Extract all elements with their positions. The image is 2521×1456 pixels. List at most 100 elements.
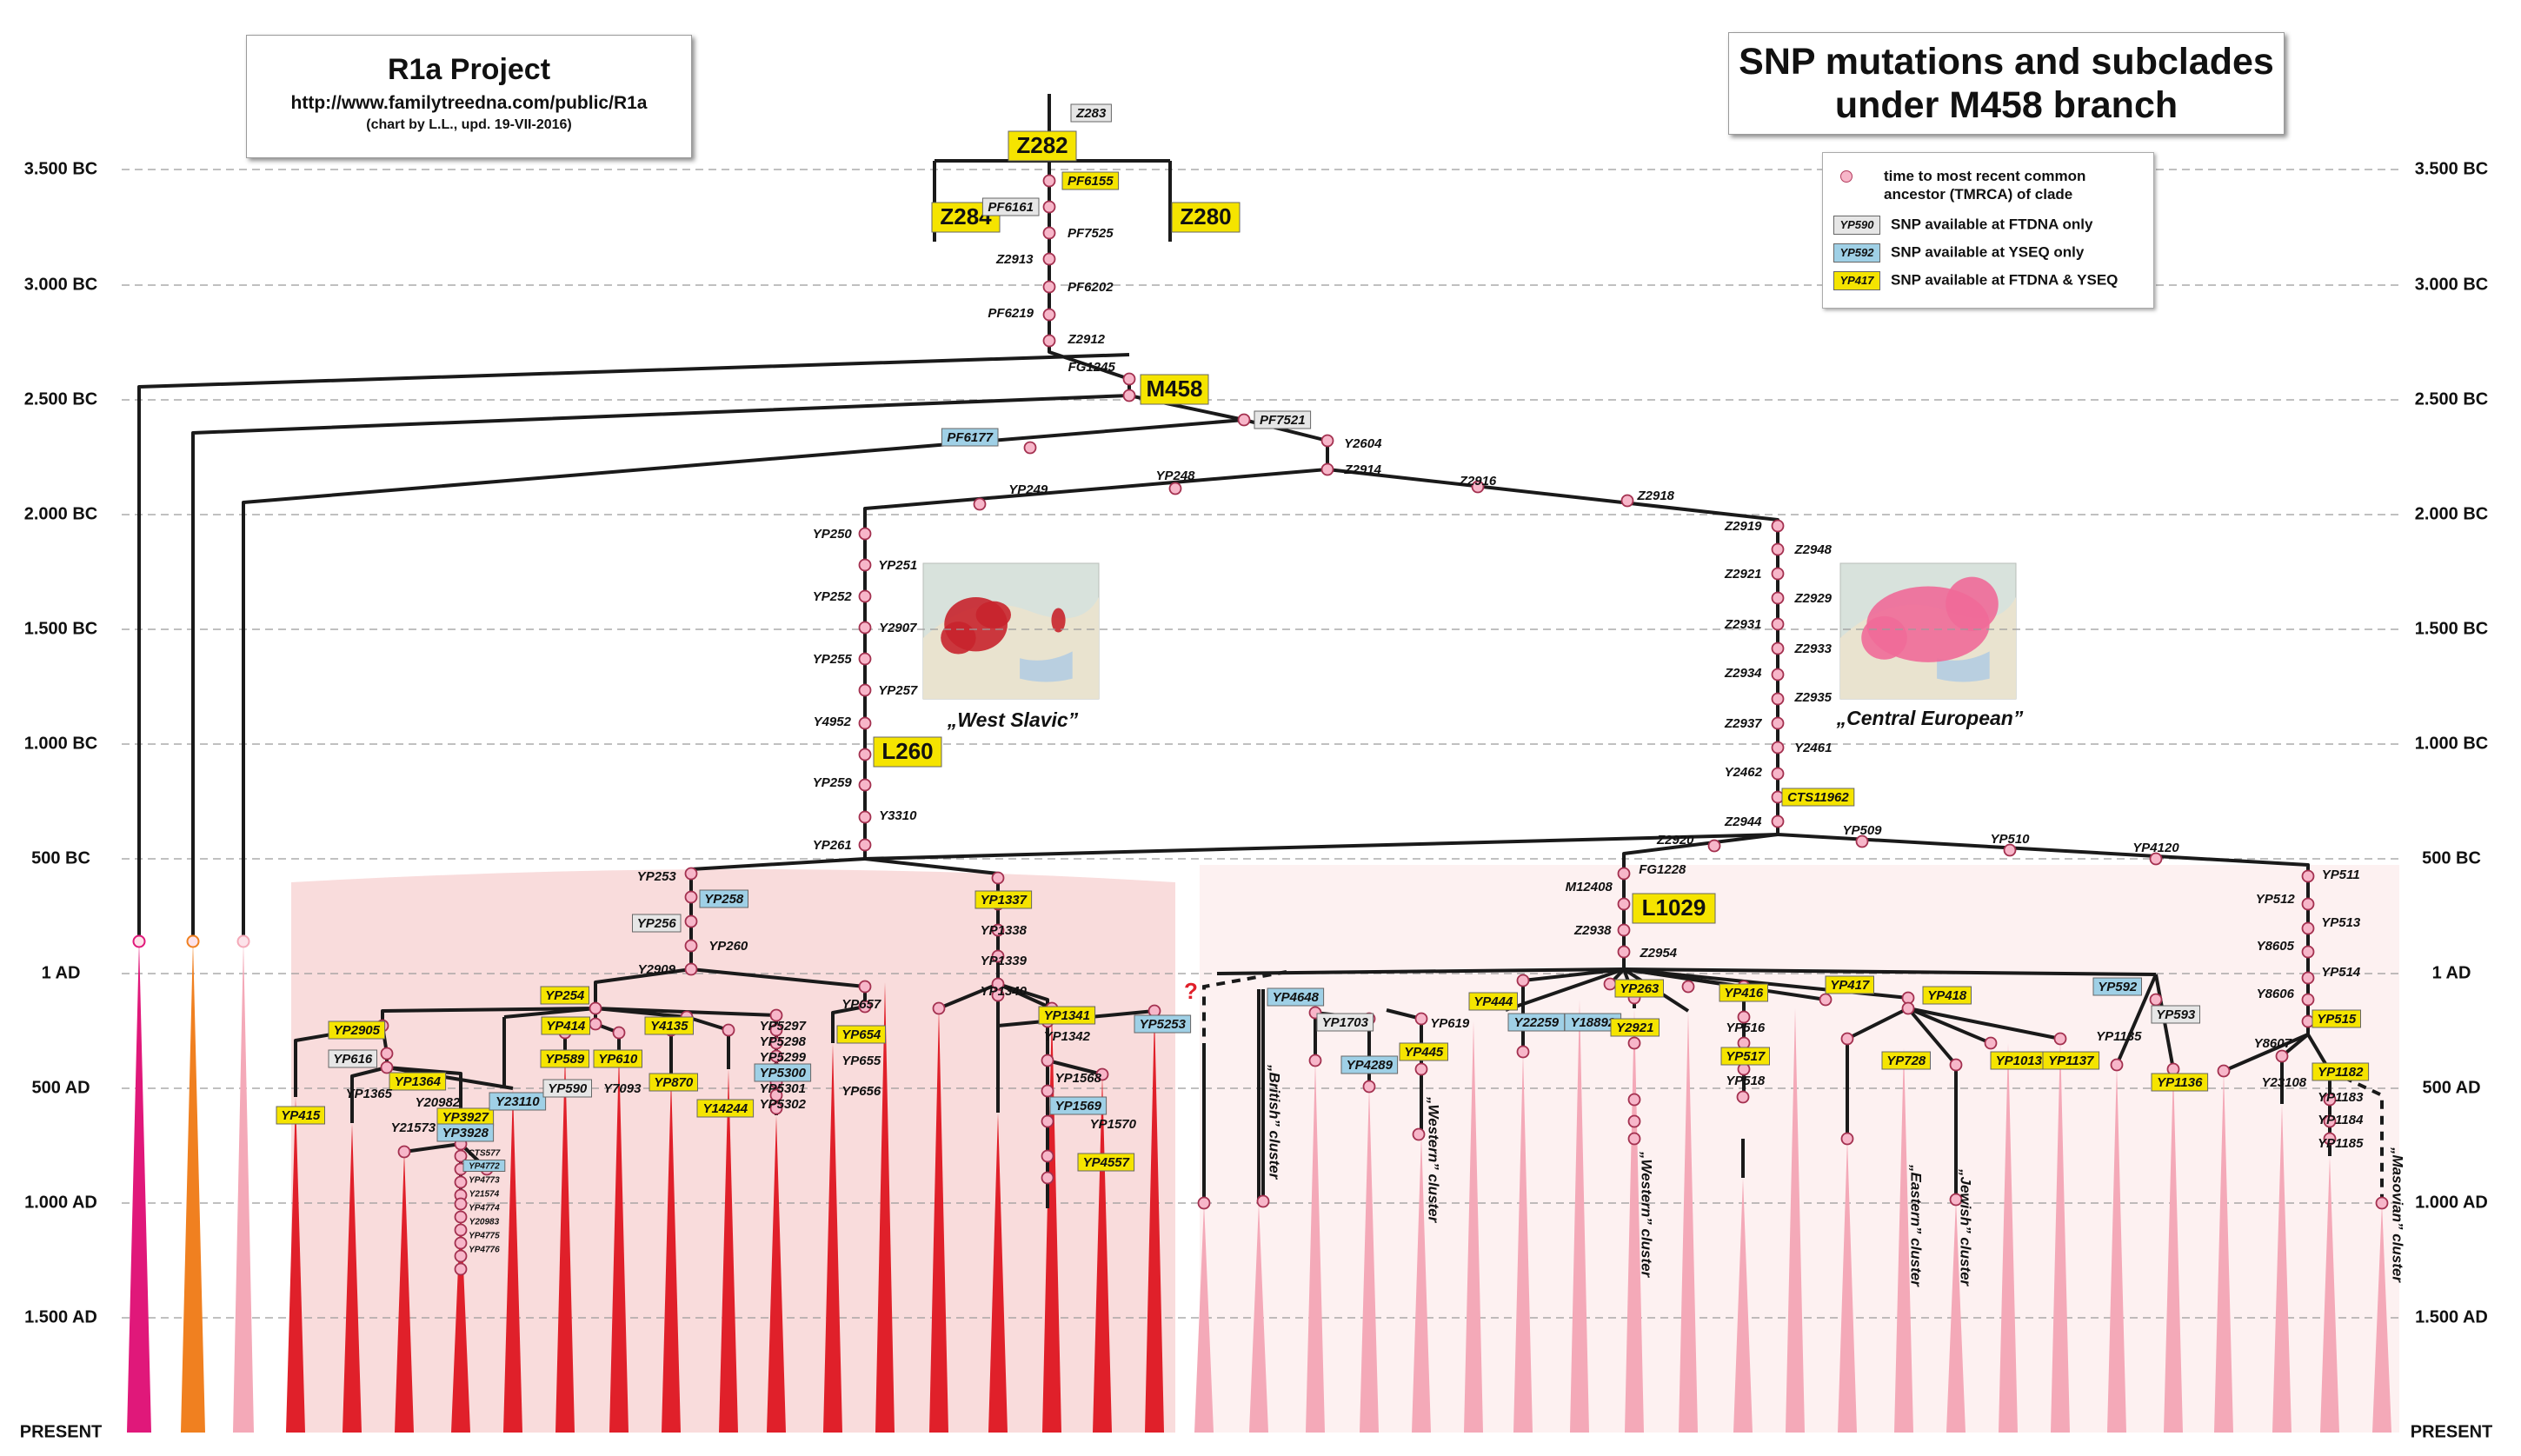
snp-label-z2929: Z2929: [1793, 591, 1832, 606]
snp-label-yp592: YP592: [2098, 980, 2138, 994]
lineage-spike: [181, 941, 205, 1433]
tmrca-dot: [1840, 1032, 1854, 1046]
lineage-spike: [1464, 1021, 1483, 1433]
lineage-spike: [1786, 1008, 1805, 1433]
time-label-left: 3.000 BC: [24, 275, 98, 294]
chart-title-line-2: under M458 branch: [1834, 84, 2178, 126]
project-info-box: R1a Project http://www.familytreedna.com…: [246, 35, 692, 158]
snp-label-yp1339: YP1339: [981, 954, 1028, 968]
snp-label-box: [699, 889, 748, 908]
snp-label-pf6177: PF6177: [947, 430, 993, 445]
snp-label-box: [1267, 987, 1325, 1007]
tmrca-dot: [684, 890, 698, 904]
tree-edge: [503, 1007, 596, 1019]
snp-label-box: [981, 197, 1040, 216]
time-label-right: 1.000 AD: [2415, 1193, 2488, 1212]
cluster-label: „Eastern” cluster: [1908, 1164, 1925, 1287]
snp-label-yp3928: YP3928: [442, 1126, 489, 1140]
lineage-spike: [1194, 1203, 1214, 1433]
snp-label-box: [328, 1021, 386, 1040]
tmrca-dot: [1617, 897, 1631, 911]
snp-label-yp251: YP251: [878, 558, 917, 573]
tmrca-dot: [1042, 174, 1056, 188]
snp-label-box: [2151, 1005, 2200, 1024]
snp-label-box: [1077, 1153, 1135, 1172]
tmrca-dot: [1042, 226, 1056, 240]
tmrca-dot: [1256, 1194, 1270, 1208]
snp-label-y2461: Y2461: [1794, 741, 1832, 755]
tmrca-dot: [1620, 494, 1634, 508]
lineage-spike: [1306, 1060, 1325, 1433]
tree-edge: [403, 1142, 462, 1153]
snp-label-box: [276, 1106, 325, 1125]
snp-label-box: [2092, 977, 2142, 996]
snp-label-box: [1719, 983, 1768, 1002]
lineage-spike: [719, 1069, 738, 1433]
snp-label-yp589: YP589: [545, 1052, 585, 1067]
lineage-spike: [2320, 1156, 2339, 1433]
tree-edge: [1048, 94, 1131, 396]
unknown-origin-mark: ?: [1184, 978, 1198, 1004]
snp-label-yp1703: YP1703: [1322, 1015, 1369, 1030]
tmrca-dot: [1041, 1054, 1054, 1067]
lineage-spike: [662, 1076, 681, 1433]
snp-label-yp514: YP514: [2321, 965, 2361, 980]
snp-label-box: [462, 1160, 506, 1172]
lineage-spike: [2214, 1071, 2233, 1433]
tree-edge: [1623, 967, 2157, 976]
snp-label-yp1136: YP1136: [2157, 1075, 2203, 1090]
tmrca-dot: [1414, 1062, 1428, 1076]
tmrca-dot: [2301, 971, 2315, 985]
snp-label-yp610: YP610: [598, 1052, 638, 1067]
snp-label-box: [2311, 1009, 2361, 1028]
tree-edge: [831, 1005, 866, 1043]
west-slavic-label: „West Slavic”: [947, 708, 1079, 731]
tmrca-dot: [2217, 1064, 2231, 1078]
tmrca-dot: [2301, 897, 2315, 911]
snp-label-y7093: Y7093: [603, 1081, 642, 1096]
snp-label-z2954: Z2954: [1639, 946, 1677, 961]
time-label-right: 2.500 BC: [2415, 389, 2489, 409]
lineage-spike: [929, 1008, 948, 1433]
tmrca-dot: [684, 867, 698, 881]
snp-label-yp444: YP444: [1473, 994, 1513, 1009]
time-label-right: 1.500 BC: [2415, 619, 2489, 638]
snp-label-yp1182: YP1182: [2318, 1065, 2364, 1080]
tmrca-dot: [769, 1023, 783, 1037]
project-credit: (chart by L.L., upd. 19-VII-2016): [366, 117, 572, 132]
tree-edge: [2223, 1033, 2309, 1073]
snp-label-yp1183: YP1183: [2318, 1090, 2364, 1105]
snp-label-yp1364: YP1364: [395, 1074, 442, 1089]
tmrca-dot: [1736, 1090, 1750, 1104]
lineage-spike: [286, 1097, 305, 1433]
snp-label-z2935: Z2935: [1793, 690, 1832, 705]
tree-edge: [1907, 1007, 2061, 1040]
snp-label-y4135: Y4135: [650, 1019, 688, 1034]
snp-label-z2948: Z2948: [1793, 542, 1832, 557]
lineage-spike: [2272, 1104, 2292, 1433]
project-url[interactable]: http://www.familytreedna.com/public/R1a: [290, 93, 648, 113]
tmrca-dot: [1122, 389, 1136, 402]
tmrca-dot: [2323, 1114, 2337, 1128]
tmrca-dot: [991, 949, 1005, 963]
tmrca-dot: [858, 527, 872, 541]
snp-label-pf6202: PF6202: [1068, 280, 1114, 295]
tmrca-dot: [684, 939, 698, 953]
tree-edge: [1327, 468, 1779, 834]
snp-label-box: [1254, 410, 1312, 429]
snp-label-yp619: YP619: [1430, 1016, 1470, 1031]
snp-label-box: [1038, 1006, 1096, 1025]
lineage-spike: [1999, 1043, 2018, 1433]
snp-label-box: [941, 428, 999, 447]
tmrca-dot: [1627, 1132, 1641, 1146]
west-slavic-map-range: [1051, 608, 1066, 633]
snp-label-yp4776: YP4776: [469, 1246, 500, 1255]
time-label-left: PRESENT: [20, 1422, 102, 1441]
snp-label-box: [632, 914, 682, 933]
snp-label-yp4773: YP4773: [469, 1176, 500, 1186]
snp-label-yp414: YP414: [546, 1019, 586, 1034]
